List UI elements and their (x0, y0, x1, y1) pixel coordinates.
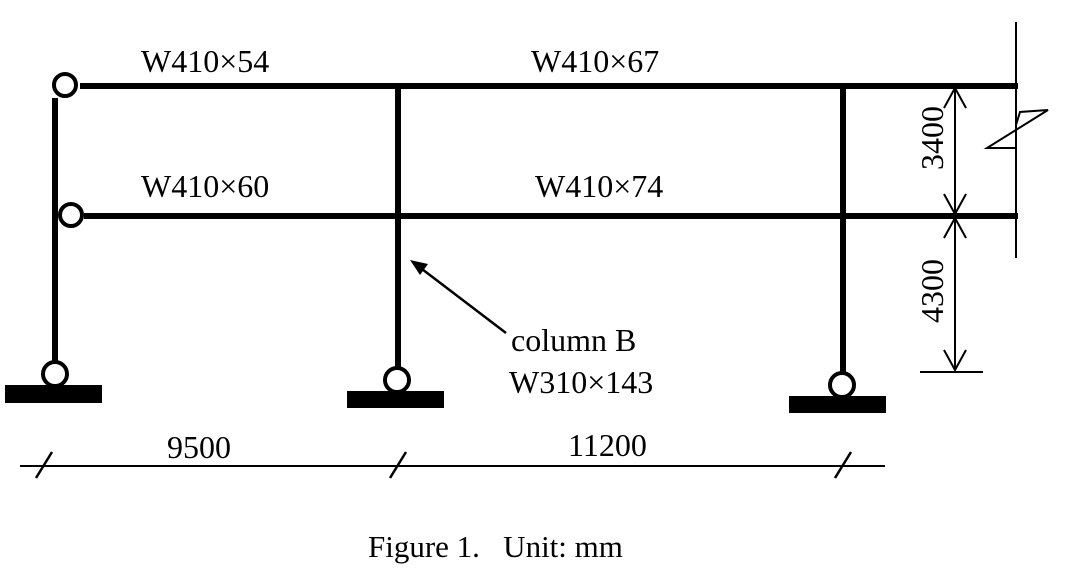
arrow-upper-top (943, 85, 967, 109)
support-base-c (789, 396, 886, 413)
dimension-tick-b (388, 451, 408, 479)
support-base-a (5, 385, 102, 403)
floor-pin (58, 202, 84, 228)
support-pin-b (383, 366, 411, 394)
arrow-upper-bottom (943, 193, 967, 217)
beam-label-floor-right: W410×74 (535, 168, 663, 204)
roof-pin (52, 72, 78, 98)
column-b-name: column B (511, 322, 636, 358)
column-b-section: W310×143 (509, 364, 653, 400)
dimension-story-lower: 4300 (914, 259, 950, 323)
support-base-b (347, 391, 444, 408)
dimension-tick-a (34, 451, 54, 479)
column-b-leader-head (410, 260, 428, 275)
support-pin-c (828, 371, 856, 399)
beam-label-roof-right: W410×67 (531, 43, 659, 79)
dimension-bay-left: 9500 (167, 429, 231, 465)
break-symbol (983, 109, 1049, 149)
beam-label-roof-left: W410×54 (141, 43, 269, 79)
dimension-tick-c (833, 451, 853, 479)
support-pin-a (41, 360, 69, 388)
dimension-story-upper: 3400 (914, 106, 950, 170)
arrow-lower-bottom (943, 349, 967, 373)
dimension-bay-right: 11200 (568, 427, 647, 463)
column-b-leader (417, 265, 507, 334)
arrow-lower-top (943, 215, 967, 239)
figure-caption: Figure 1. Unit: mm (368, 529, 623, 564)
beam-label-floor-left: W410×60 (141, 168, 269, 204)
